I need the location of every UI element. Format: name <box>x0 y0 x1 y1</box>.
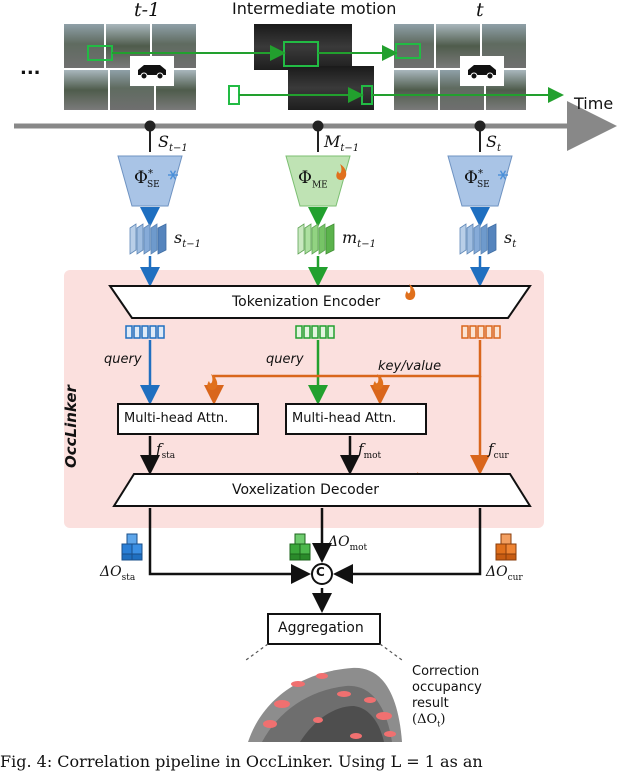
label-me: ΦME <box>298 168 328 191</box>
leading-dots: ... <box>20 58 41 79</box>
tracked-object-box <box>228 85 240 105</box>
input-m-prev: Mt−1 <box>324 132 360 155</box>
delta-o-sta-label: ΔOsta <box>100 564 136 583</box>
camera-frame <box>64 70 108 110</box>
feature-m-prev-label: mt−1 <box>342 228 376 251</box>
feature-stack-s-cur <box>459 223 497 255</box>
key-value-label: key/value <box>378 359 442 374</box>
result-caption: Correction occupancy result (ΔOt) <box>412 664 482 733</box>
label-time: Time <box>574 94 614 113</box>
output-arrows <box>148 508 482 613</box>
feature-stack-s-prev <box>129 223 167 255</box>
tokens-orange <box>461 325 501 339</box>
flame-icon <box>373 374 384 390</box>
flame-icon <box>405 284 416 300</box>
result-line-2: occupancy <box>412 680 482 695</box>
concat-node <box>311 563 333 585</box>
multi-head-attn-right <box>285 403 427 435</box>
label-t-cur: t <box>476 0 484 21</box>
aggregation-label: Aggregation <box>278 620 364 636</box>
snowflake-icon <box>498 170 508 180</box>
frames-intermediate <box>254 24 374 110</box>
snowflake-icon <box>168 170 178 180</box>
timeline-point-t-cur <box>474 120 486 132</box>
cube-icon-orange <box>495 533 517 561</box>
feature-s-prev-label: st−1 <box>174 228 201 251</box>
feature-stack-m-prev <box>297 223 335 255</box>
result-line-4: (ΔOt) <box>412 712 446 729</box>
label-intermediate-motion: Intermediate motion <box>232 0 397 18</box>
result-line-1: Correction <box>412 664 480 679</box>
query-label-mid: query <box>266 352 304 367</box>
tokens-blue <box>125 325 165 339</box>
attn-right-label: Multi-head Attn. <box>292 411 397 426</box>
figure-caption: Fig. 4: Correlation pipeline in OccLinke… <box>0 752 483 771</box>
tokens-green <box>295 325 335 339</box>
tracking-arrows <box>112 45 564 103</box>
se-encoder-left <box>117 155 183 207</box>
concat-label: C <box>316 565 325 579</box>
f-cur-label: fcur <box>488 440 509 461</box>
tokenization-encoder <box>108 285 532 319</box>
attn-left-label: Multi-head Attn. <box>124 411 229 426</box>
f-mot-label: fmot <box>358 440 382 461</box>
flame-icon <box>336 164 347 180</box>
voxelization-decoder-label: Voxelization Decoder <box>232 482 379 498</box>
occupancy-result-image <box>244 664 404 742</box>
occlinker-panel <box>64 270 544 528</box>
delta-o-cur-label: ΔOcur <box>486 564 523 583</box>
feature-s-cur-label: st <box>504 228 517 251</box>
label-se-right: Φ*SE <box>464 168 490 191</box>
timeline-point-motion <box>312 120 324 132</box>
input-s-cur: St <box>486 132 501 155</box>
occlinker-label: OccLinker <box>62 385 80 468</box>
voxelization-decoder <box>112 473 532 507</box>
camera-frame <box>394 24 434 68</box>
diagram-svg <box>14 24 617 742</box>
query-label-left: query <box>104 352 142 367</box>
cube-icon-blue <box>121 533 143 561</box>
multi-head-attn-left <box>117 403 259 435</box>
se-encoder-right <box>447 155 513 207</box>
cube-icon-green <box>289 533 311 561</box>
frames-t-cur <box>394 24 526 110</box>
frames-t-prev <box>64 24 240 110</box>
label-se-left: Φ*SE <box>134 168 160 191</box>
car-icon <box>468 65 496 80</box>
label-t-prev: t-1 <box>134 0 161 21</box>
aggregation-box <box>267 613 381 645</box>
motion-frame <box>254 24 352 70</box>
camera-frame <box>394 70 438 110</box>
delta-o-mot-label: ΔOmot <box>328 534 368 553</box>
callout-lines <box>245 643 403 661</box>
f-sta-label: fsta <box>156 440 176 461</box>
flame-icon <box>207 374 218 390</box>
me-encoder <box>285 155 351 207</box>
timeline-point-t-prev <box>144 120 156 132</box>
car-icon <box>138 65 166 80</box>
tokenization-encoder-label: Tokenization Encoder <box>232 294 381 310</box>
input-s-prev: St−1 <box>158 132 188 155</box>
result-line-3: result <box>412 696 449 711</box>
